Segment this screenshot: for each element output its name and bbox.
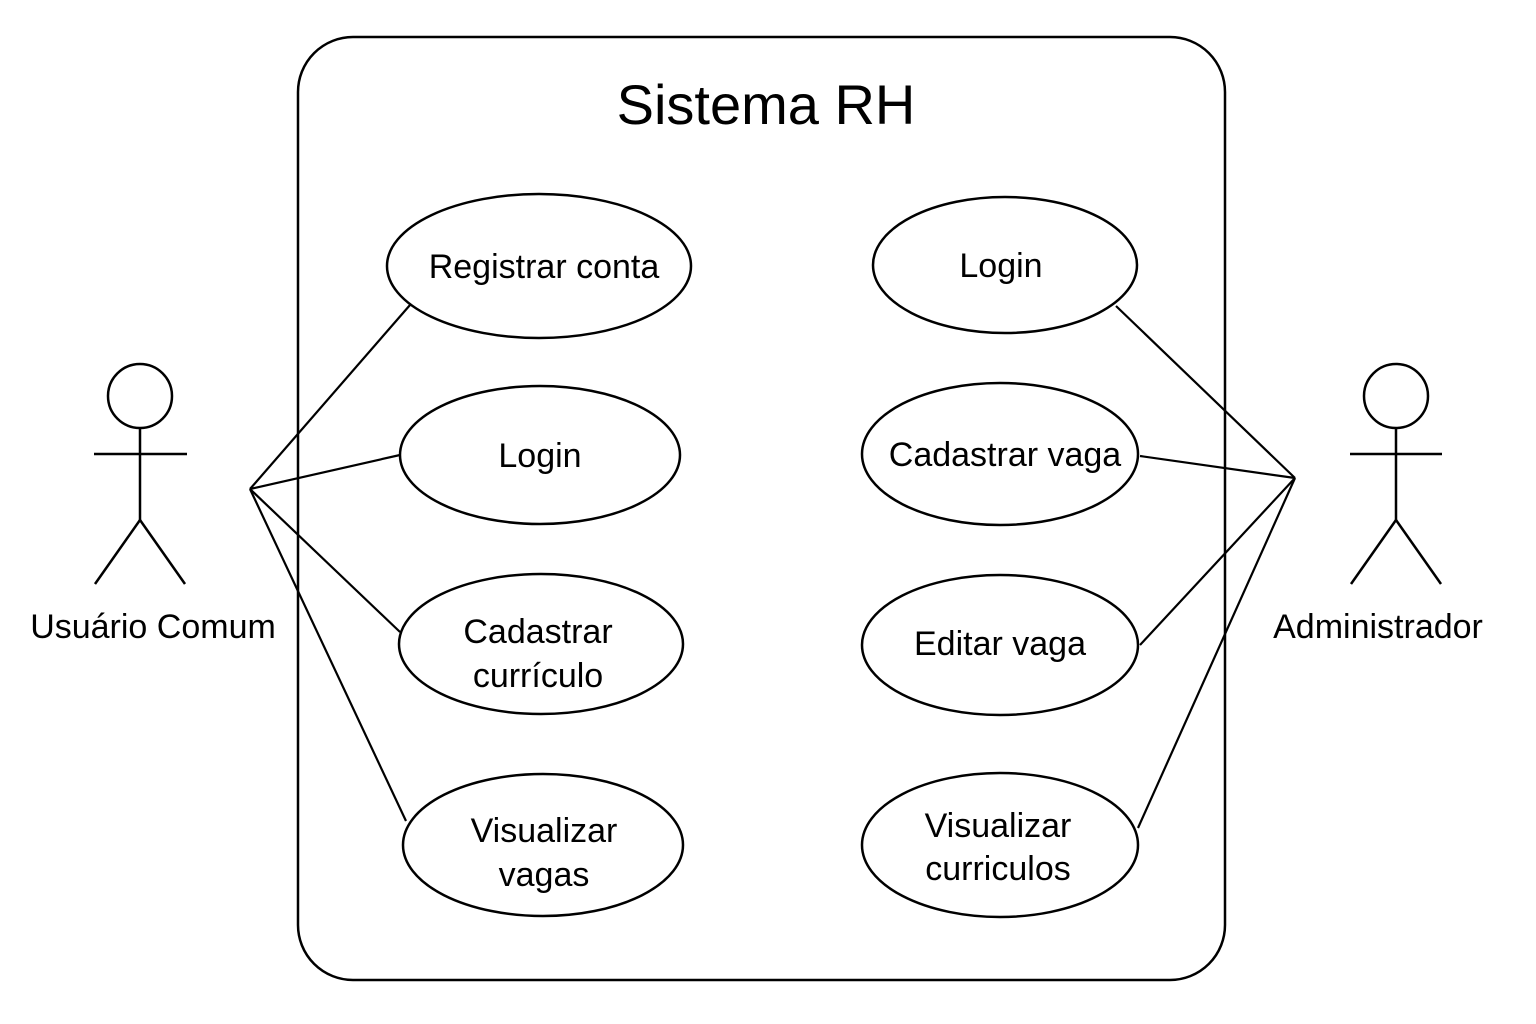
assoc-user-registrar-conta	[249, 304, 411, 490]
use-case-visualizar-vagas[interactable]: Visualizar vagas	[401, 772, 685, 918]
actor-label: Administrador	[1273, 608, 1483, 646]
assoc-user-login	[249, 453, 401, 491]
assoc-admin-editar-vaga	[1139, 477, 1296, 646]
user-associations	[249, 304, 411, 822]
assoc-user-visualizar-vagas	[249, 488, 407, 822]
assoc-admin-visualizar-curriculos	[1136, 477, 1297, 829]
use-case-visualizar-curriculos[interactable]: Visualizar curriculos	[860, 771, 1140, 919]
assoc-admin-cadastrar-vaga	[1139, 454, 1296, 480]
use-case-ellipse	[398, 384, 682, 526]
use-case-label: Cadastrar vaga	[889, 436, 1122, 474]
use-case-label: Login	[498, 437, 581, 475]
use-case-registrar-conta[interactable]: Registrar conta	[385, 192, 693, 340]
actor-administrador[interactable]: Administrador	[1273, 362, 1483, 646]
use-case-label-line1: Cadastrar	[463, 613, 612, 651]
use-case-editar-vaga[interactable]: Editar vaga	[860, 573, 1140, 717]
use-case-ellipse	[871, 195, 1139, 335]
use-case-ellipse	[397, 572, 685, 716]
stick-figure-icon	[93, 362, 187, 585]
system-boundary	[296, 35, 1227, 982]
admin-associations	[1115, 305, 1297, 829]
use-case-login-admin[interactable]: Login	[871, 195, 1139, 335]
use-case-label-line2: currículo	[473, 657, 603, 695]
use-case-ellipse	[860, 381, 1140, 527]
use-case-label-line1: Visualizar	[471, 812, 618, 850]
use-case-label: Registrar conta	[429, 248, 660, 286]
stick-figure-icon	[1349, 362, 1443, 585]
use-case-label: Login	[959, 247, 1042, 285]
actor-usuario-comum[interactable]: Usuário Comum	[30, 362, 276, 646]
assoc-user-cadastrar-curriculo	[249, 488, 401, 633]
use-case-ellipse	[385, 192, 693, 340]
actor-label: Usuário Comum	[30, 608, 276, 646]
use-case-label-line2: curriculos	[925, 850, 1070, 888]
use-case-label-line1: Visualizar	[925, 807, 1072, 845]
use-case-ellipse	[860, 573, 1140, 717]
use-case-label-line2: vagas	[499, 856, 590, 894]
use-case-cadastrar-curriculo[interactable]: Cadastrar currículo	[397, 572, 685, 716]
assoc-admin-login	[1115, 305, 1296, 479]
use-case-login-user[interactable]: Login	[398, 384, 682, 526]
use-case-ellipse	[860, 771, 1140, 919]
use-case-label: Editar vaga	[914, 625, 1086, 663]
use-case-ellipse	[401, 772, 685, 918]
system-title: Sistema RH	[617, 73, 916, 136]
use-case-cadastrar-vaga[interactable]: Cadastrar vaga	[860, 381, 1140, 527]
